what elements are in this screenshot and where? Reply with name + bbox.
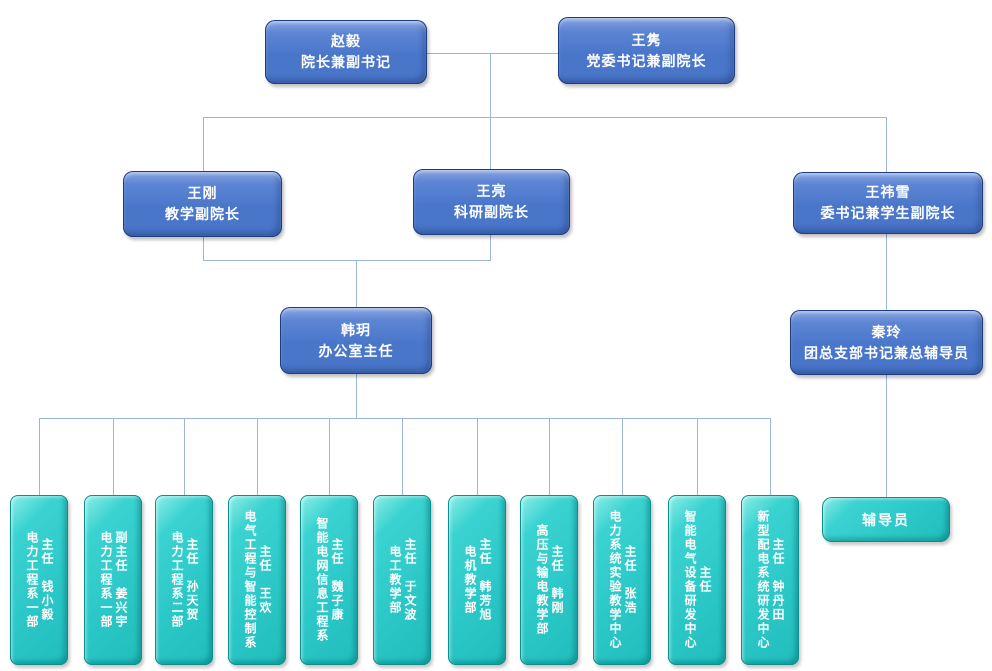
dept-node-1: 电力工程系一部 主任 钱小毅: [10, 495, 68, 665]
dept-head: 主任 韩刚: [550, 545, 564, 615]
person-name: 韩玥: [341, 321, 371, 338]
connector: [490, 235, 491, 261]
person-title: 团总支部书记兼总辅导员: [804, 344, 969, 361]
connector: [622, 418, 623, 495]
connector: [356, 374, 357, 419]
person-title: 院长兼副书记: [301, 54, 391, 70]
connector: [427, 53, 558, 54]
person-name: 王隽: [631, 31, 662, 48]
dept-vertical-text: 电工教学部 主任 于文波: [387, 504, 417, 656]
dept-name: 新型配电系统研发中心: [756, 510, 770, 650]
dept-vertical-text: 电机教学部 主任 韩芳旭: [462, 504, 492, 656]
dept-head: 副主任 姜兴宇: [114, 531, 128, 629]
dept-vertical-text: 电气工程与智能控制系 主任 王欢: [242, 504, 272, 656]
dept-head: 主任 钟丹田: [771, 538, 785, 622]
dept-name: 电力工程系二部: [170, 531, 184, 629]
dept-vertical-text: 电力工程系一部 主任 钱小毅: [24, 504, 54, 656]
person-name: 赵毅: [331, 33, 361, 49]
connector: [203, 260, 491, 261]
dept-head: 主任 王欢: [258, 545, 272, 615]
connector: [184, 418, 185, 495]
person-title: 委书记兼学生副院长: [820, 205, 956, 221]
person-title: 办公室主任: [318, 342, 394, 359]
connector: [770, 418, 771, 495]
dept-head: 主任: [698, 566, 712, 594]
dept-vertical-text: 电力工程系一部 副主任 姜兴宇: [98, 504, 128, 656]
dept-vertical-text: 智能电气设备研发中心 主任: [682, 504, 712, 656]
dept-node-4: 电气工程与智能控制系 主任 王欢: [228, 495, 286, 665]
connector: [203, 117, 887, 118]
counselor-label: 辅导员: [862, 511, 910, 528]
dept-head: 主任 张浩: [623, 545, 637, 615]
dept-name: 高压与输电教学部: [535, 524, 549, 636]
connector: [39, 418, 771, 419]
dept-node-5: 智能电网信息工程系 主任 魏子康: [300, 495, 358, 665]
dept-node-6: 电工教学部 主任 于文波: [373, 495, 431, 665]
dept-name: 智能电气设备研发中心: [683, 510, 697, 650]
node-teaching-vp: 王刚 教学副院长: [123, 171, 282, 237]
dept-head: 主任 于文波: [403, 538, 417, 622]
person-name: 王祎雪: [865, 184, 911, 200]
dept-name: 电力系统实验教学中心: [608, 510, 622, 650]
dept-name: 电机教学部: [463, 545, 477, 615]
node-research-vp: 王亮 科研副院长: [413, 169, 570, 235]
connector: [490, 53, 491, 117]
dept-head: 主任 魏子康: [330, 538, 344, 622]
person-name: 王亮: [476, 183, 507, 199]
dept-name: 电气工程与智能控制系: [243, 510, 257, 650]
person-title: 教学副院长: [165, 206, 240, 222]
dept-node-3: 电力工程系二部 主任 孙天贺: [155, 495, 213, 665]
dept-vertical-text: 电力工程系二部 主任 孙天贺: [169, 504, 199, 656]
dept-node-11: 新型配电系统研发中心 主任 钟丹田: [741, 495, 799, 665]
connector: [257, 418, 258, 495]
connector: [402, 418, 403, 495]
connector: [203, 237, 204, 261]
node-president: 赵毅 院长兼副书记: [265, 20, 427, 84]
dept-vertical-text: 高压与输电教学部 主任 韩刚: [534, 504, 564, 656]
connector: [329, 418, 330, 495]
dept-name: 电力工程系一部: [99, 531, 113, 629]
dept-node-7: 电机教学部 主任 韩芳旭: [448, 495, 506, 665]
person-title: 党委书记兼副院长: [586, 52, 707, 69]
connector: [39, 418, 40, 495]
connector: [203, 117, 204, 171]
connector: [886, 234, 887, 310]
connector: [356, 260, 357, 307]
connector: [549, 418, 550, 495]
connector: [886, 375, 887, 497]
connector: [113, 418, 114, 495]
person-name: 秦玲: [871, 323, 902, 340]
dept-node-2: 电力工程系一部 副主任 姜兴宇: [84, 495, 142, 665]
dept-name: 电工教学部: [388, 545, 402, 615]
dept-name: 电力工程系一部: [25, 531, 39, 629]
dept-vertical-text: 电力系统实验教学中心 主任 张浩: [607, 504, 637, 656]
connector: [886, 117, 887, 172]
node-student-vp: 王祎雪 委书记兼学生副院长: [793, 172, 983, 234]
node-party-secretary: 王隽 党委书记兼副院长: [558, 17, 735, 84]
dept-head: 主任 孙天贺: [185, 538, 199, 622]
dept-node-9: 电力系统实验教学中心 主任 张浩: [593, 495, 651, 665]
dept-node-10: 智能电气设备研发中心 主任: [668, 495, 726, 665]
dept-vertical-text: 智能电网信息工程系 主任 魏子康: [314, 504, 344, 656]
person-title: 科研副院长: [454, 204, 529, 220]
connector: [477, 418, 478, 495]
dept-head: 主任 钱小毅: [40, 538, 54, 622]
node-counselor: 辅导员: [822, 497, 950, 542]
person-name: 王刚: [187, 185, 218, 201]
dept-name: 智能电网信息工程系: [315, 517, 329, 643]
node-office-director: 韩玥 办公室主任: [280, 307, 432, 374]
connector: [697, 418, 698, 495]
connector: [490, 117, 491, 169]
node-league-secretary: 秦玲 团总支部书记兼总辅导员: [790, 310, 983, 375]
dept-node-8: 高压与输电教学部 主任 韩刚: [520, 495, 578, 665]
dept-head: 主任 韩芳旭: [478, 538, 492, 622]
dept-vertical-text: 新型配电系统研发中心 主任 钟丹田: [755, 504, 785, 656]
